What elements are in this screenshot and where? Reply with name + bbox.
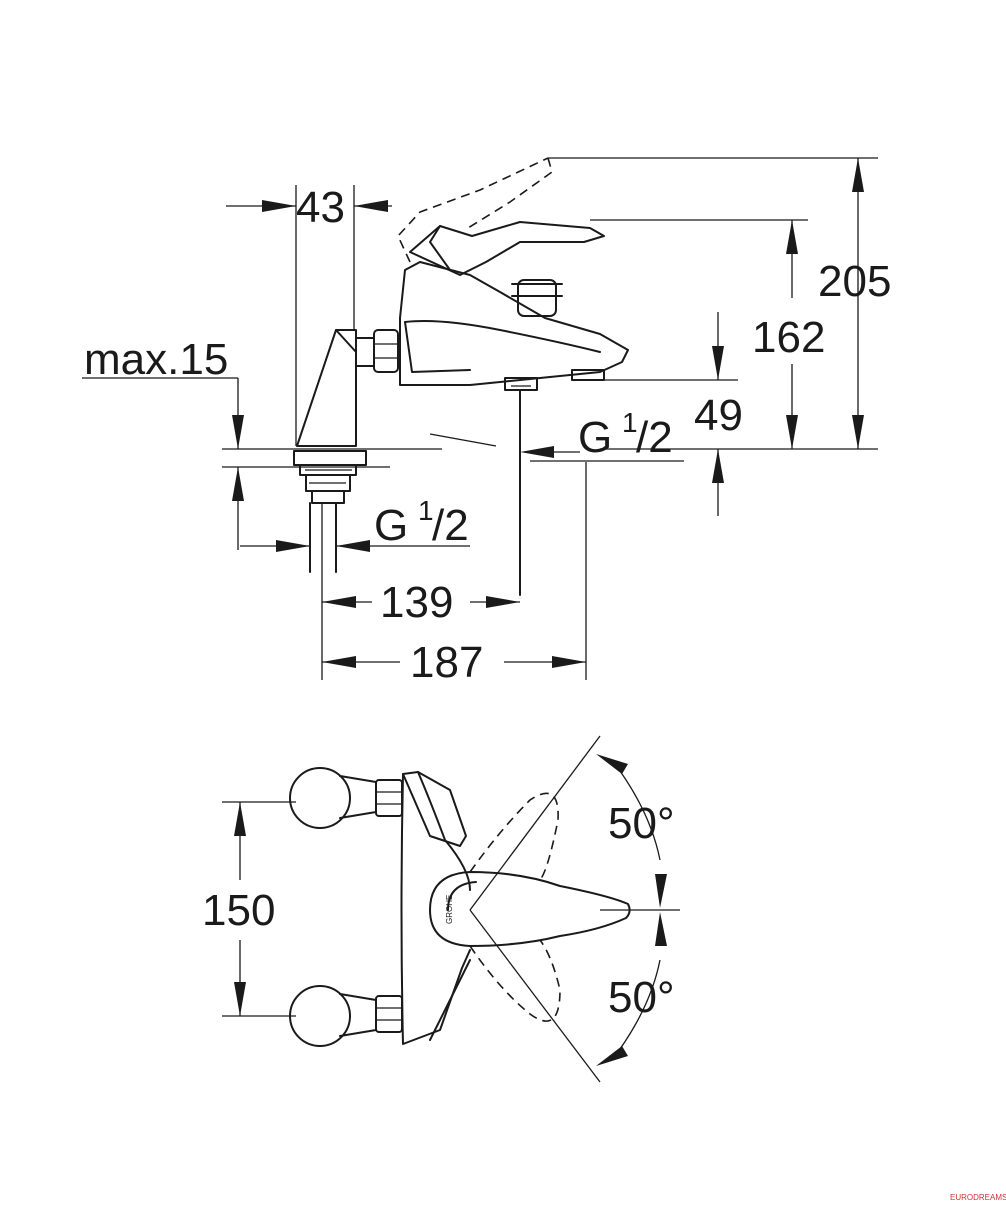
thread-inlet-num: 1 xyxy=(418,495,434,526)
dim-49: 49 xyxy=(604,312,743,516)
thread-outlet-num: 1 xyxy=(622,407,638,438)
mounting-hardware xyxy=(293,450,367,680)
dim-162: 162 xyxy=(590,219,825,449)
brand-mark: GROHE xyxy=(445,895,454,924)
thread-inlet: G 1 /2 xyxy=(240,495,470,552)
ghost-levers xyxy=(469,792,561,1022)
dim-43: 43 xyxy=(226,183,392,446)
dim-139: 139 xyxy=(322,578,520,627)
watermark: EURODREAMS xyxy=(950,1193,1006,1202)
label-angle-lower: 50° xyxy=(608,973,675,1022)
dim-205: 205 xyxy=(548,157,891,449)
body-outline xyxy=(400,771,471,1045)
label-150: 150 xyxy=(202,886,275,935)
thread-outlet: G 1 /2 xyxy=(520,407,673,462)
thread-outlet-g: G xyxy=(578,413,612,462)
label-max15: max.15 xyxy=(84,335,228,384)
label-187: 187 xyxy=(410,638,483,687)
deck-surface xyxy=(222,448,878,468)
label-162: 162 xyxy=(752,313,825,362)
faucet-body xyxy=(296,157,629,596)
dim-150: 150 xyxy=(202,801,296,1017)
label-139: 139 xyxy=(380,578,453,627)
label-angle-upper: 50° xyxy=(608,799,675,848)
label-49: 49 xyxy=(694,391,743,440)
side-view: 43 max.15 205 162 xyxy=(82,157,891,687)
angle-lower: 50° xyxy=(596,912,675,1066)
upper-valve xyxy=(289,767,403,829)
label-43: 43 xyxy=(296,183,345,232)
dim-187: 187 xyxy=(322,462,587,687)
label-205: 205 xyxy=(818,257,891,306)
dim-max15: max.15 xyxy=(82,335,244,550)
angle-lines xyxy=(469,735,680,1083)
lower-valve xyxy=(289,985,403,1047)
thread-outlet-den: /2 xyxy=(636,413,673,462)
lever-top: GROHE xyxy=(429,871,631,947)
thread-inlet-den: /2 xyxy=(432,501,469,550)
thread-inlet-g: G xyxy=(374,501,408,550)
angle-upper: 50° xyxy=(596,754,675,908)
top-view: GROHE 50° 50° xyxy=(202,735,680,1083)
